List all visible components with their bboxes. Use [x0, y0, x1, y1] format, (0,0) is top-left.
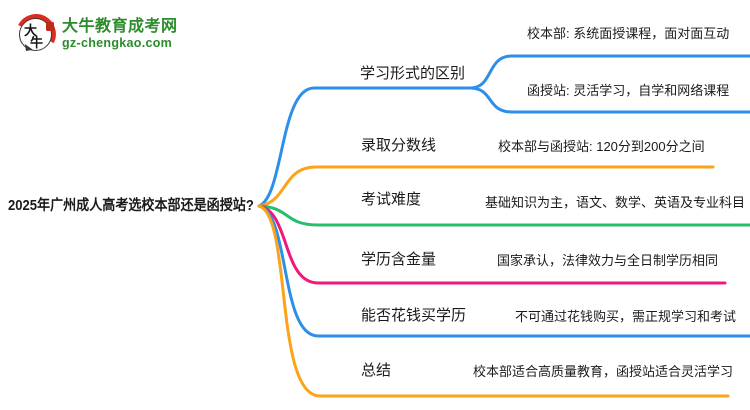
- logo-red-seal: [46, 22, 54, 31]
- branch2-label: 录取分数线: [361, 137, 437, 154]
- logo-title: 大牛教育成考网: [62, 17, 178, 35]
- branch5-content: 不可通过花钱购买，需正规学习和考试: [515, 309, 737, 324]
- logo-char-da: 大: [24, 23, 38, 38]
- branch6-label: 总结: [361, 362, 392, 379]
- branch1-child2-text: 函授站: 灵活学习，自学和网络课程: [527, 83, 730, 98]
- branch4-label: 学历含金量: [361, 251, 437, 268]
- branch1-child1-text: 校本部: 系统面授课程，面对面互动: [527, 26, 730, 41]
- branch2-content: 校本部与函授站: 120分到200分之间: [498, 139, 705, 154]
- branch3-content: 基础知识为主，语文、数学、英语及专业科目: [485, 195, 746, 210]
- branch3-line: [257, 204, 750, 227]
- branch5-label: 能否花钱买学历: [361, 307, 467, 324]
- root-topic: 2025年广州成人高考选校本部还是函授站?: [8, 198, 254, 214]
- logo-bull-icon: 大 牛: [10, 8, 62, 60]
- branch1-line: [257, 86, 472, 208]
- branch1-child1-line: [468, 54, 750, 90]
- branch6-content: 校本部适合高质量教育，函授站适合灵活学习: [473, 364, 734, 379]
- branch2-line: [257, 165, 715, 208]
- logo-text: 大牛教育成考网 gz-chengkao.com: [62, 18, 178, 51]
- branch1-label: 学习形式的区别: [360, 65, 466, 82]
- logo-char-niu: 牛: [30, 35, 44, 50]
- branch4-line: [257, 204, 727, 285]
- branch1-child2-line: [468, 86, 750, 114]
- site-logo[interactable]: 大 牛 大牛教育成考网 gz-chengkao.com: [10, 8, 178, 60]
- branch4-content: 国家承认，法律效力与全日制学历相同: [497, 253, 719, 268]
- logo-calligraphy: 大 牛: [18, 16, 54, 52]
- branch6-line: [257, 204, 730, 398]
- logo-domain: gz-chengkao.com: [62, 35, 173, 50]
- branch3-label: 考试难度: [361, 191, 422, 208]
